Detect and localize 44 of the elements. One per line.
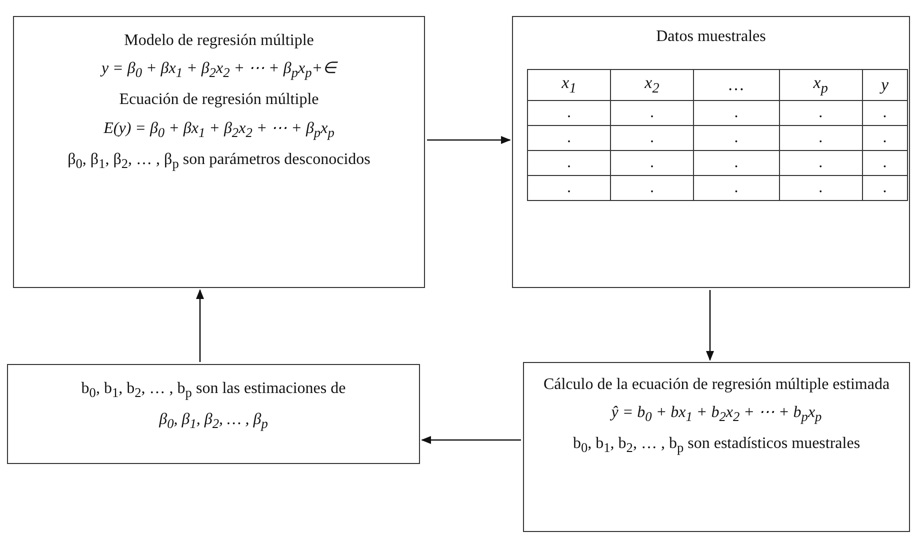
table-cell: y xyxy=(862,70,908,100)
box-text: Modelo de regresión múltiple xyxy=(123,31,315,50)
box-text: Cálculo de la ecuación de regresión múltiple estimada xyxy=(542,375,891,394)
process-box xyxy=(13,16,425,288)
table-cell: . xyxy=(693,126,780,150)
box-text: b$_{0}$, b$_{1}$, b$_{2}$, … , b$_{p}$ son estadísticos muestrales xyxy=(572,434,862,457)
process-box xyxy=(7,364,420,464)
formula: ŷ = b$_{0}$ + bx$_{1}$ + b$_{2}$x$_{2}$ + ⋯ + b$_{p}$x$_{p}$ xyxy=(609,403,823,426)
table-cell: . xyxy=(693,150,780,176)
box-text: Ecuación de regresión múltiple xyxy=(118,90,320,110)
table-cell: . xyxy=(862,176,908,200)
table-cell: . xyxy=(528,176,610,200)
process-box xyxy=(523,362,910,532)
process-box xyxy=(512,16,910,288)
table-cell: . xyxy=(528,126,610,150)
table-cell: … xyxy=(693,70,780,100)
table-cell: . xyxy=(610,100,694,126)
table-cell: . xyxy=(528,100,610,126)
table-cell: . xyxy=(862,150,908,176)
formula: E(y) = β$_{0}$ + βx$_{1}$ + β$_{2}$x$_{2}$ + ⋯ + β$_{p}$x$_{p}$ xyxy=(102,118,336,141)
box-text: b$_{0}$, b$_{1}$, b$_{2}$, … , b$_{p}$ son las estimaciones de xyxy=(80,379,347,402)
table-cell: x$_{1}$ xyxy=(528,70,610,100)
arrow xyxy=(421,436,521,444)
table-cell: . xyxy=(862,100,908,126)
table-cell: . xyxy=(610,150,694,176)
table-cell: . xyxy=(779,126,862,150)
arrow xyxy=(196,289,204,362)
box-text: β$_{0}$, β$_{1}$, β$_{2}$, … , β$_{p}$ son parámetros desconocidos xyxy=(66,150,372,172)
table-cell: x$_{2}$ xyxy=(610,70,694,100)
table-cell: x$_{p}$ xyxy=(779,70,862,100)
formula: y = β$_{0}$ + βx$_{1}$ + β$_{2}$x$_{2}$ + ⋯ + β$_{p}$x$_{p}$+∈ xyxy=(99,59,339,82)
table-cell: . xyxy=(693,176,780,200)
table-cell: . xyxy=(610,176,694,200)
arrow xyxy=(427,136,511,144)
table-cell: . xyxy=(779,100,862,126)
arrow xyxy=(706,290,714,361)
table-cell: . xyxy=(779,150,862,176)
table-cell: . xyxy=(528,150,610,176)
table-cell: . xyxy=(779,176,862,200)
table-cell: . xyxy=(862,126,908,150)
table-cell: . xyxy=(693,100,780,126)
formula: β$_{0}$, β$_{1}$, β$_{2}$, … , β$_{p}$ xyxy=(158,410,269,432)
table-cell: . xyxy=(610,126,694,150)
box-text: Datos muestrales xyxy=(655,27,767,46)
